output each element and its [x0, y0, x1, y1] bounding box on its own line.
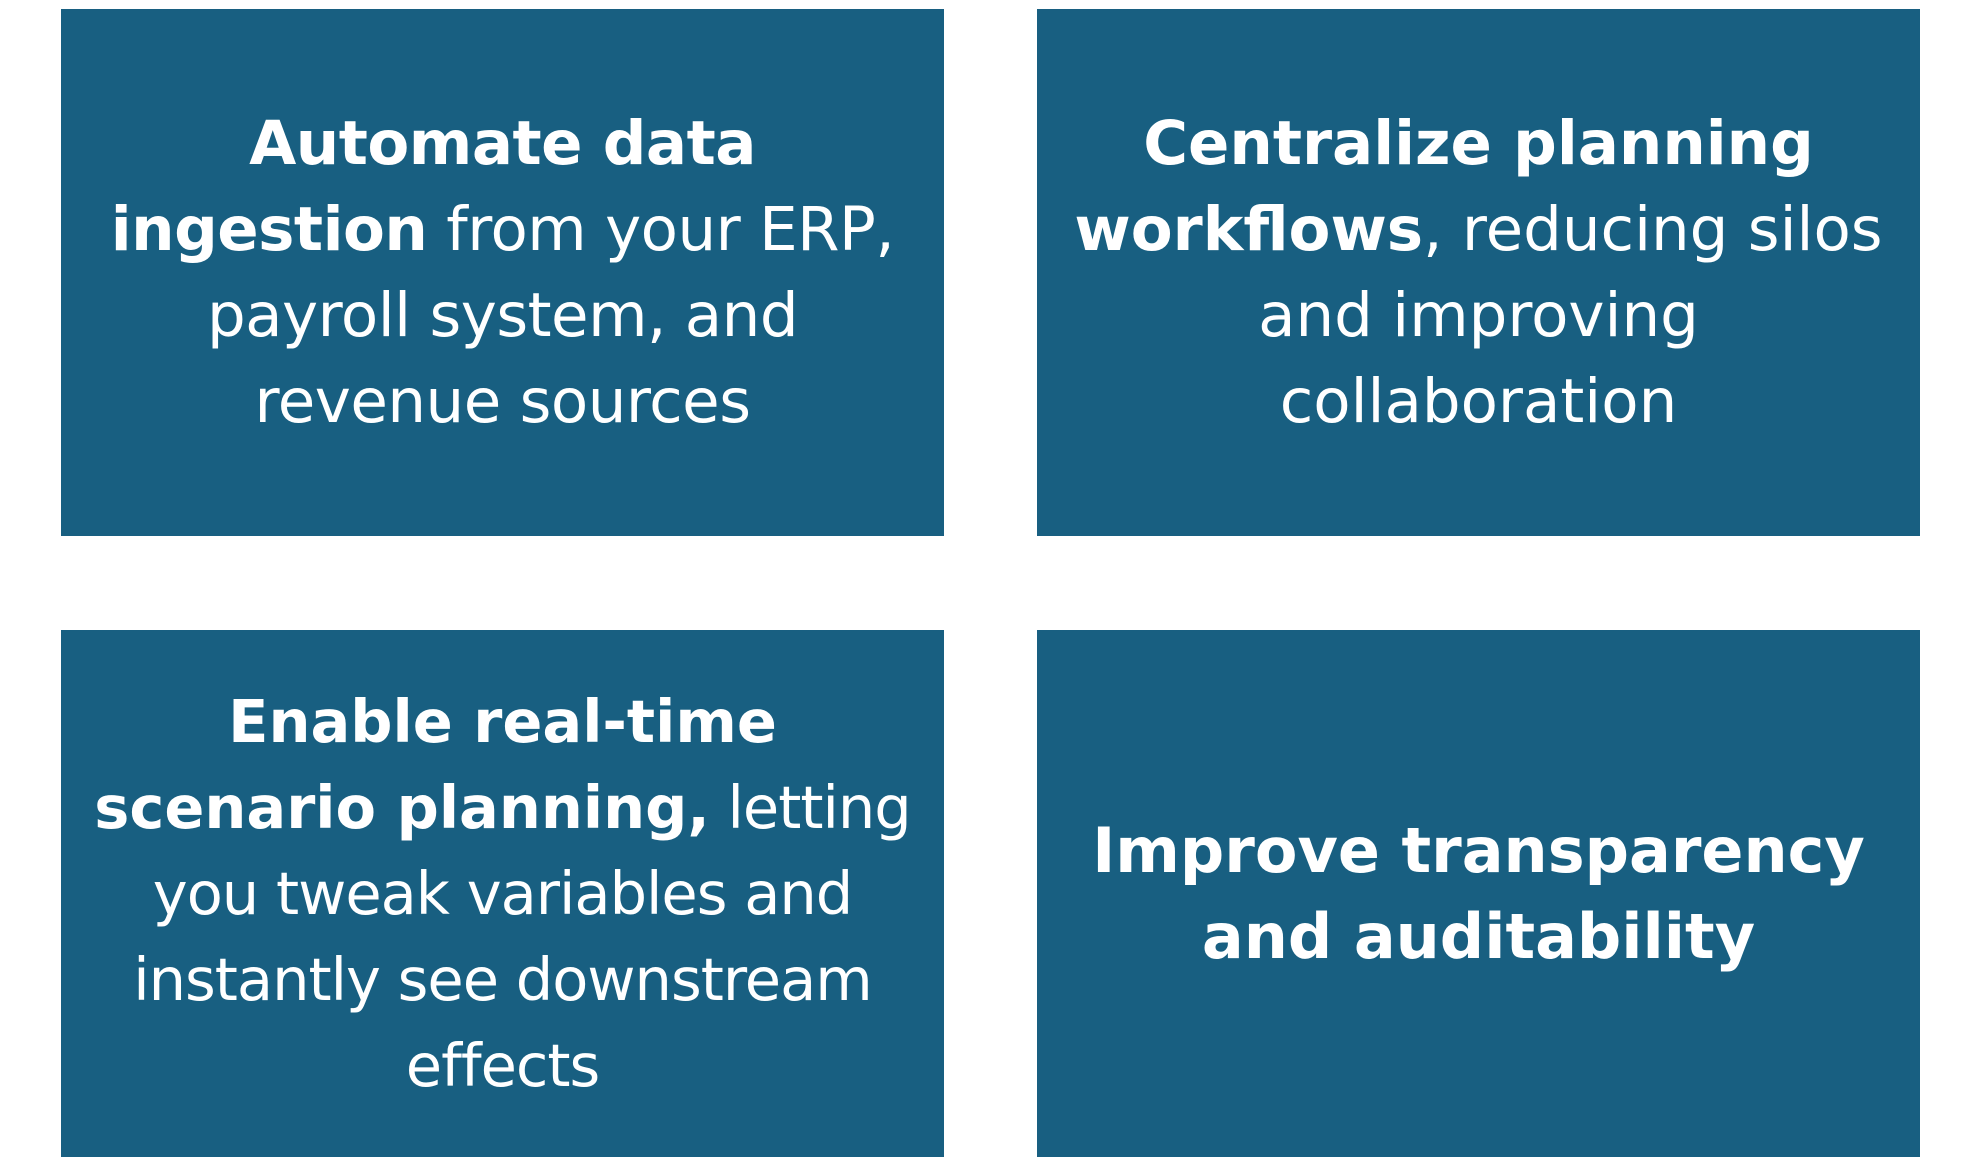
benefit-card-text: Improve transparency and auditability — [1057, 808, 1900, 980]
benefit-card-improve-transparency: Improve transparency and auditability — [1037, 630, 1920, 1157]
benefit-card-centralize-planning-workflows: Centralize planning workflows, reducing … — [1037, 9, 1920, 536]
benefit-card-bold-lead: Centralize planning workflows — [1074, 107, 1814, 265]
benefit-card-detail: from your ERP, payroll system, and reven… — [206, 193, 895, 437]
benefit-card-bold-lead: Automate data ingestion — [110, 107, 757, 265]
benefit-card-enable-scenario-planning: Enable real-time scenario planning, lett… — [61, 630, 944, 1157]
benefit-card-automate-data-ingestion: Automate data ingestion from your ERP, p… — [61, 9, 944, 536]
benefit-card-bold-lead: Enable real-time scenario planning, — [94, 686, 777, 842]
benefit-card-text: Automate data ingestion from your ERP, p… — [81, 101, 924, 445]
benefit-card-bold-lead: Improve transparency and auditability — [1092, 813, 1865, 973]
benefit-card-detail: , reducing silos and improving collabora… — [1258, 193, 1883, 437]
benefit-card-detail: letting you tweak variables and instantl… — [133, 772, 911, 1100]
benefit-card-text: Enable real-time scenario planning, lett… — [81, 679, 924, 1109]
benefit-card-text: Centralize planning workflows, reducing … — [1057, 101, 1900, 445]
